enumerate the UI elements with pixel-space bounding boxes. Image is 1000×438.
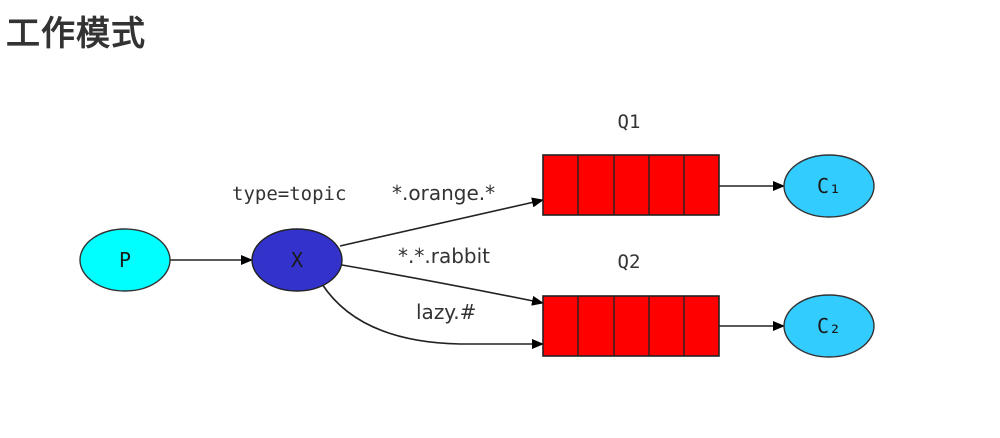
producer-label: P xyxy=(119,248,131,272)
queue-q2 xyxy=(542,295,720,357)
exchange-node xyxy=(251,228,343,292)
producer-node xyxy=(79,228,171,292)
binding-label-q2-lazy: lazy.# xyxy=(416,300,476,324)
queue-q1 xyxy=(542,154,720,216)
consumer-c2-label: C₂ xyxy=(817,314,841,338)
exchange-type-label: type=topic xyxy=(232,183,346,205)
binding-label-q2-rabbit: *.*.rabbit xyxy=(398,244,490,268)
edge-x-to-q2-lazy xyxy=(321,283,544,349)
consumer-c2-node xyxy=(783,294,875,358)
page-title: 工作模式 xyxy=(6,14,146,54)
consumer-c1-node xyxy=(783,154,875,218)
queue-q2-label: Q2 xyxy=(618,251,641,273)
queue-q1-label: Q1 xyxy=(618,111,641,133)
edge-x-to-q2-rabbit xyxy=(341,264,544,306)
consumer-c1-label: C₁ xyxy=(817,174,841,198)
binding-label-q1: *.orange.* xyxy=(392,181,495,205)
exchange-label: X xyxy=(291,248,303,272)
edge-x-to-q1 xyxy=(339,197,544,247)
